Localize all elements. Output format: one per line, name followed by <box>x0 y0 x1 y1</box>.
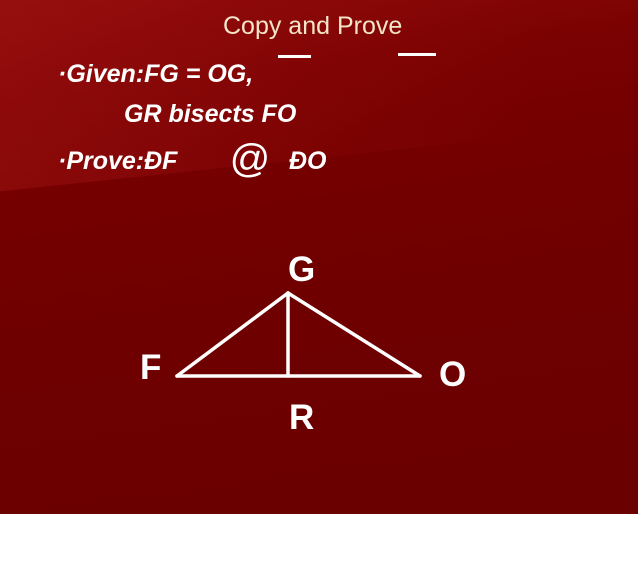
prove-prefix: ·Prove:ÐF <box>58 147 178 175</box>
given-line-1: ·Given:FG = OG, <box>58 60 254 88</box>
vertex-label-o: O <box>439 355 467 394</box>
slide: Copy and Prove ·Given:FG = OG, GR bisect… <box>0 0 638 514</box>
bottom-blank-area <box>0 514 638 587</box>
given-line-2: GR bisects FO <box>124 100 297 128</box>
overline-bar <box>278 55 311 58</box>
prove-suffix: ÐO <box>289 147 327 175</box>
slide-title: Copy and Prove <box>223 12 403 40</box>
triangle-diagram <box>0 0 638 514</box>
congruence-symbol: @ <box>229 137 270 181</box>
vertex-label-r: R <box>289 398 315 437</box>
vertex-label-g: G <box>288 250 316 289</box>
vertex-label-f: F <box>140 348 162 387</box>
segment-fg <box>175 291 290 378</box>
overline-bar-extra <box>398 53 436 56</box>
segment-go <box>286 291 422 378</box>
